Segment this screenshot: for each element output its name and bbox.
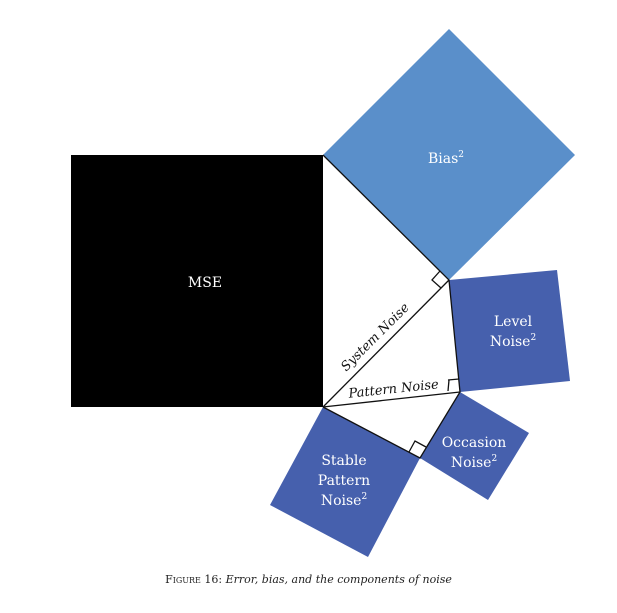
stable-label-3: Noise2 <box>321 492 367 509</box>
right-angle-marker <box>431 270 442 289</box>
level-noise-label-1: Level <box>494 314 533 330</box>
system-noise-label: System Noise <box>338 300 412 374</box>
stable-label-1: Stable <box>321 453 366 469</box>
mse-square <box>71 155 323 407</box>
system-noise-edge <box>322 279 450 408</box>
occasion-noise-square <box>420 392 529 500</box>
occasion-noise-label-2: Noise2 <box>451 454 497 471</box>
stable-label-2: Pattern <box>318 473 370 489</box>
mse-label: MSE <box>188 275 222 291</box>
right-angle-marker <box>447 378 460 381</box>
right-angle-marker <box>447 379 450 392</box>
figure-caption: Figure 16: Error, bias, and the componen… <box>165 573 452 586</box>
pattern-noise-edge <box>322 391 461 408</box>
stable-pattern-noise-square <box>270 407 420 557</box>
pattern-noise-label: Pattern Noise <box>347 377 440 402</box>
triangle-edges <box>322 154 461 459</box>
level-noise-label-2: Noise2 <box>490 333 536 350</box>
occasion-noise-label-1: Occasion <box>442 435 507 451</box>
level-noise-square <box>449 270 570 392</box>
bias-label: Bias2 <box>428 150 464 167</box>
right-angle-marker <box>408 440 427 453</box>
